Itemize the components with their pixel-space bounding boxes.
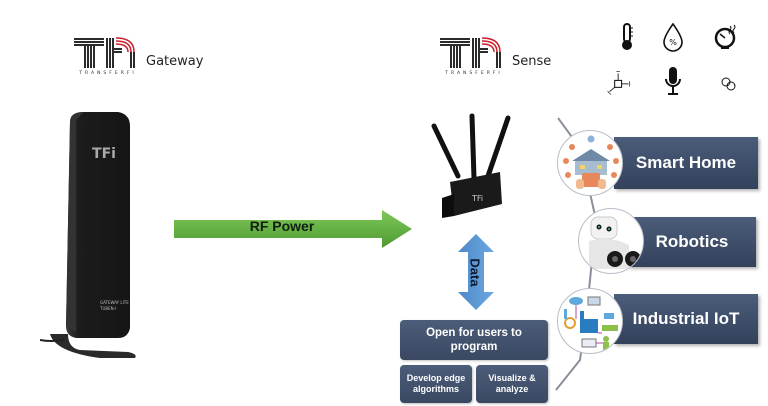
svg-text:TRANSFERFI: TRANSFERFI [444, 70, 502, 76]
rf-power-arrow [174, 210, 412, 248]
humidity-drop-icon: % [663, 22, 683, 52]
sense-device-image: TFi [431, 113, 511, 218]
svg-text:%: % [669, 38, 677, 47]
industrial-iot-illustration [557, 288, 623, 354]
motion-axes-icon [607, 70, 631, 95]
thermometer-icon [622, 23, 633, 50]
light-sensor-icon [721, 77, 736, 91]
gateway-title: Gateway [146, 54, 204, 69]
visualize-analyze-box: Visualize & analyze [476, 365, 548, 403]
data-bidirectional-arrow [458, 234, 494, 310]
data-label: Data [467, 257, 483, 287]
smart-home-illustration [557, 130, 623, 196]
robotics-illustration [578, 208, 644, 274]
house-icon [563, 135, 619, 189]
pressure-gauge-icon [714, 24, 736, 49]
rf-power-label: RF Power [249, 218, 315, 234]
gateway-device-logo: TFi [92, 146, 116, 162]
tfi-logo-icon: TRANSFERFI [440, 37, 502, 76]
gateway-model-line2: TUBEN-I [99, 306, 116, 311]
develop-edge-algorithms-box: Develop edge algorithms [400, 365, 472, 403]
open-for-users-box: Open for users to program [400, 320, 548, 360]
robot-icon [589, 216, 641, 269]
svg-text:TRANSFERFI: TRANSFERFI [78, 70, 136, 76]
gateway-model-line1: GATEWAY LITE [100, 300, 129, 305]
sense-logo: TRANSFERFI Sense [438, 36, 551, 76]
sense-device-logo: TFi [471, 194, 483, 203]
microphone-icon [665, 67, 681, 95]
tfi-logo-icon: TRANSFERFI [74, 37, 136, 76]
factory-network-icon [564, 296, 618, 350]
industrial-iot-banner: Industrial IoT [614, 294, 758, 344]
smart-home-banner: Smart Home [614, 137, 758, 189]
sense-title: Sense [512, 54, 552, 69]
robotics-banner: Robotics [628, 217, 756, 267]
gateway-logo: TRANSFERFI Gateway [72, 36, 203, 76]
gateway-device-image: TFi GATEWAY LITE TUBEN-I [40, 112, 136, 358]
